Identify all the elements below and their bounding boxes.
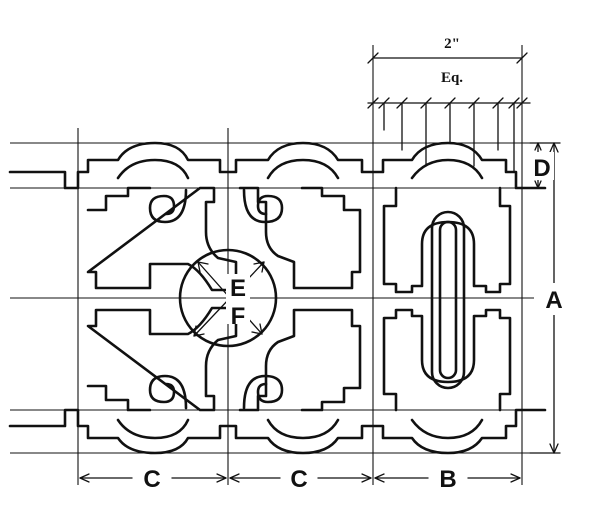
label-overall-width: 2": [444, 36, 460, 52]
bottom-dimension-lines: [79, 473, 521, 483]
top-border-profile: [8, 141, 547, 190]
top-arch-inner: [116, 158, 484, 180]
scroll-ornaments: [148, 188, 284, 410]
left-panels: [86, 186, 362, 412]
top-dimension-lines: [367, 52, 531, 173]
label-e: E: [230, 275, 246, 302]
label-equal-spacing: Eq.: [441, 70, 463, 86]
central-circle: [178, 248, 278, 348]
bottom-border-profile: [8, 408, 547, 455]
label-c-left: C: [143, 466, 160, 493]
label-a: A: [545, 287, 562, 314]
label-c-right: C: [290, 466, 307, 493]
label-d: D: [533, 155, 550, 182]
label-b: B: [439, 466, 456, 493]
bottom-arch-inner: [116, 418, 484, 440]
right-panel: [382, 186, 512, 412]
label-f: F: [231, 303, 246, 330]
